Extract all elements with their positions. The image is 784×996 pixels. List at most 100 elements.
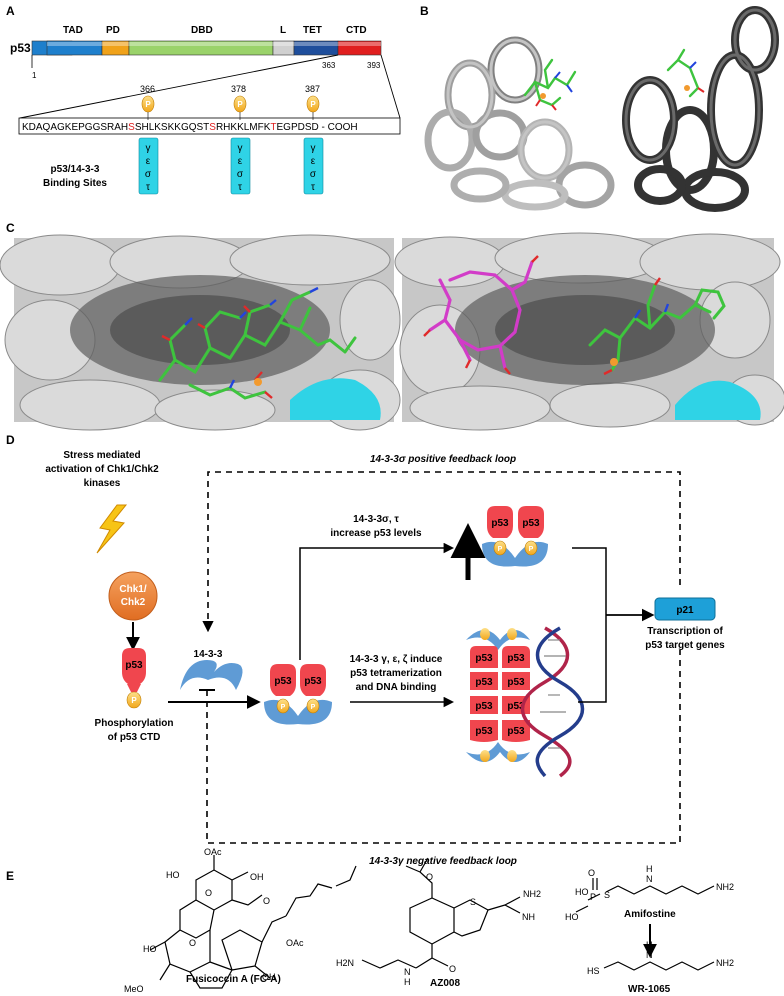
domain-label-dbd: DBD [191, 25, 213, 36]
stress-text-3: kinases [84, 478, 121, 489]
surface-view-left [0, 234, 401, 431]
svg-text:p53: p53 [274, 676, 292, 687]
atom-nh2-3: NH2 [716, 958, 734, 968]
p53-14-3-3-complex: p53 p53 P P [264, 664, 332, 725]
atom-o-6: O [588, 868, 595, 878]
crystal-structure-cartoon [424, 6, 779, 212]
upper-branch-label-1: 14-3-3σ, τ [353, 514, 399, 525]
atom-ho-3: HO [575, 887, 589, 897]
lower-branch-label-3: and DNA binding [356, 682, 437, 693]
position-393: 393 [367, 61, 381, 70]
site-387-number: 387 [305, 84, 320, 94]
phosphorylation-label-2: of p53 CTD [108, 732, 161, 743]
transcription-label-1: Transcription of [647, 626, 723, 637]
svg-text:p53: p53 [125, 660, 143, 671]
dna-helix [520, 626, 585, 778]
domain-label-tet: TET [303, 25, 322, 36]
svg-text:P: P [310, 100, 316, 109]
negative-loop-label: 14-3-3γ negative feedback loop [369, 856, 517, 867]
domain-bar [31, 40, 382, 56]
wr1065-name: WR-1065 [628, 984, 671, 995]
atom-oh-1: OH [250, 872, 264, 882]
svg-text:p53: p53 [304, 676, 322, 687]
svg-text:P: P [498, 546, 503, 553]
binding-sites-title-1: p53/14-3-3 [51, 164, 100, 175]
p53-tetramer-complex: p53 p53 p53 p53 p53 p53 p53 p53 [466, 628, 530, 762]
protein-14-3-3-dimer [180, 660, 243, 690]
wr1065-structure [603, 961, 715, 971]
lower-branch-label-1: 14-3-3 γ, ε, ζ induce [350, 654, 443, 665]
position-1: 1 [32, 71, 37, 80]
svg-text:ε: ε [146, 156, 151, 167]
protein-label: p53 [10, 41, 31, 55]
atom-n-3: N [646, 950, 653, 960]
svg-text:p53: p53 [475, 677, 493, 688]
svg-text:P: P [237, 100, 243, 109]
chk-label-2: Chk2 [121, 597, 146, 608]
amifostine-name: Amifostine [624, 909, 676, 920]
positive-loop-label: 14-3-3σ positive feedback loop [370, 454, 516, 465]
panel-label-a: A [6, 4, 15, 18]
panel-label-b: B [420, 4, 429, 18]
sequence-box [18, 117, 401, 135]
domain-label-l: L [280, 25, 286, 36]
phospho-p53-monomer: p53 P [122, 648, 146, 709]
az008-name: AZ008 [430, 978, 460, 989]
atom-s-2: S [604, 890, 610, 900]
svg-text:σ: σ [237, 169, 244, 180]
position-363: 363 [322, 61, 336, 70]
isoform-box-366 [138, 137, 159, 195]
p53-dimer-upper: p53 p53 P P [482, 506, 548, 567]
az008-structure [361, 857, 521, 969]
atom-nh-1: NH [522, 912, 535, 922]
upper-branch-label-2: increase p53 levels [330, 528, 422, 539]
atom-o-1: O [205, 888, 212, 898]
svg-text:γ: γ [146, 143, 151, 154]
atom-ho-2: HO [143, 944, 157, 954]
site-378: 378 P γ ε σ τ [230, 84, 251, 195]
svg-text:σ: σ [145, 169, 152, 180]
p21-box [654, 597, 716, 621]
site-378-number: 378 [231, 84, 246, 94]
svg-text:p53: p53 [522, 518, 540, 529]
svg-text:P: P [131, 696, 137, 705]
transcription-label-2: p53 target genes [645, 640, 725, 651]
panel-label-c: C [6, 221, 15, 235]
negative-feedback-loop [206, 650, 681, 844]
svg-text:γ: γ [238, 143, 243, 154]
panel-label-e: E [6, 869, 14, 883]
svg-text:ε: ε [311, 156, 316, 167]
p21-label: p21 [676, 605, 694, 616]
atom-h-1: H [404, 977, 411, 987]
atom-s: S [470, 897, 476, 907]
svg-text:p53: p53 [507, 677, 525, 688]
atom-o-5: O [449, 964, 456, 974]
positive-feedback-loop [202, 471, 681, 633]
atom-nh2-1: NH2 [523, 889, 541, 899]
lightning-icon [96, 504, 128, 554]
stress-text-1: Stress mediated [63, 450, 140, 461]
atom-h-3: H [646, 940, 653, 950]
domain-label-ctd: CTD [346, 25, 367, 36]
isoform-box-378 [230, 137, 251, 195]
fca-name: Fusicoccin A (FC-A) [186, 974, 281, 985]
svg-text:γ: γ [311, 143, 316, 154]
svg-text:P: P [145, 100, 151, 109]
atom-oac-2: OAc [286, 938, 304, 948]
atom-n-2: N [646, 874, 653, 884]
surface-view-right [394, 232, 784, 431]
svg-text:P: P [529, 546, 534, 553]
site-366: 366 P γ ε σ τ [138, 84, 159, 195]
svg-text:p53: p53 [491, 518, 509, 529]
atom-nh2-2: NH2 [716, 882, 734, 892]
chk-label-1: Chk1/ [119, 584, 146, 595]
label-14-3-3: 14-3-3 [194, 649, 223, 660]
isoform-box-387 [303, 137, 324, 195]
svg-text:p53: p53 [507, 726, 525, 737]
atom-o-2: O [263, 896, 270, 906]
atom-ho-1: HO [166, 870, 180, 880]
svg-text:σ: σ [310, 169, 317, 180]
phosphorylation-label-1: Phosphorylation [95, 718, 174, 729]
atom-h-2: H [646, 864, 653, 874]
